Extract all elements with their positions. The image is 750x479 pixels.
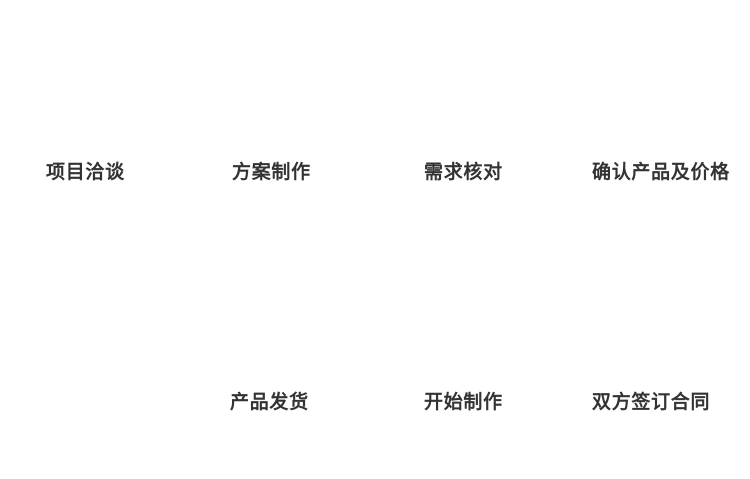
step-start-production: 开始制作 — [424, 392, 503, 413]
step-sign-contract: 双方签订合同 — [592, 392, 711, 413]
step-requirements-check: 需求核对 — [424, 162, 503, 183]
step-plan-creation: 方案制作 — [232, 162, 311, 183]
step-product-shipping: 产品发货 — [230, 392, 309, 413]
step-project-negotiation: 项目洽谈 — [46, 162, 125, 183]
step-confirm-product-and-price: 确认产品及价格 — [592, 162, 730, 183]
